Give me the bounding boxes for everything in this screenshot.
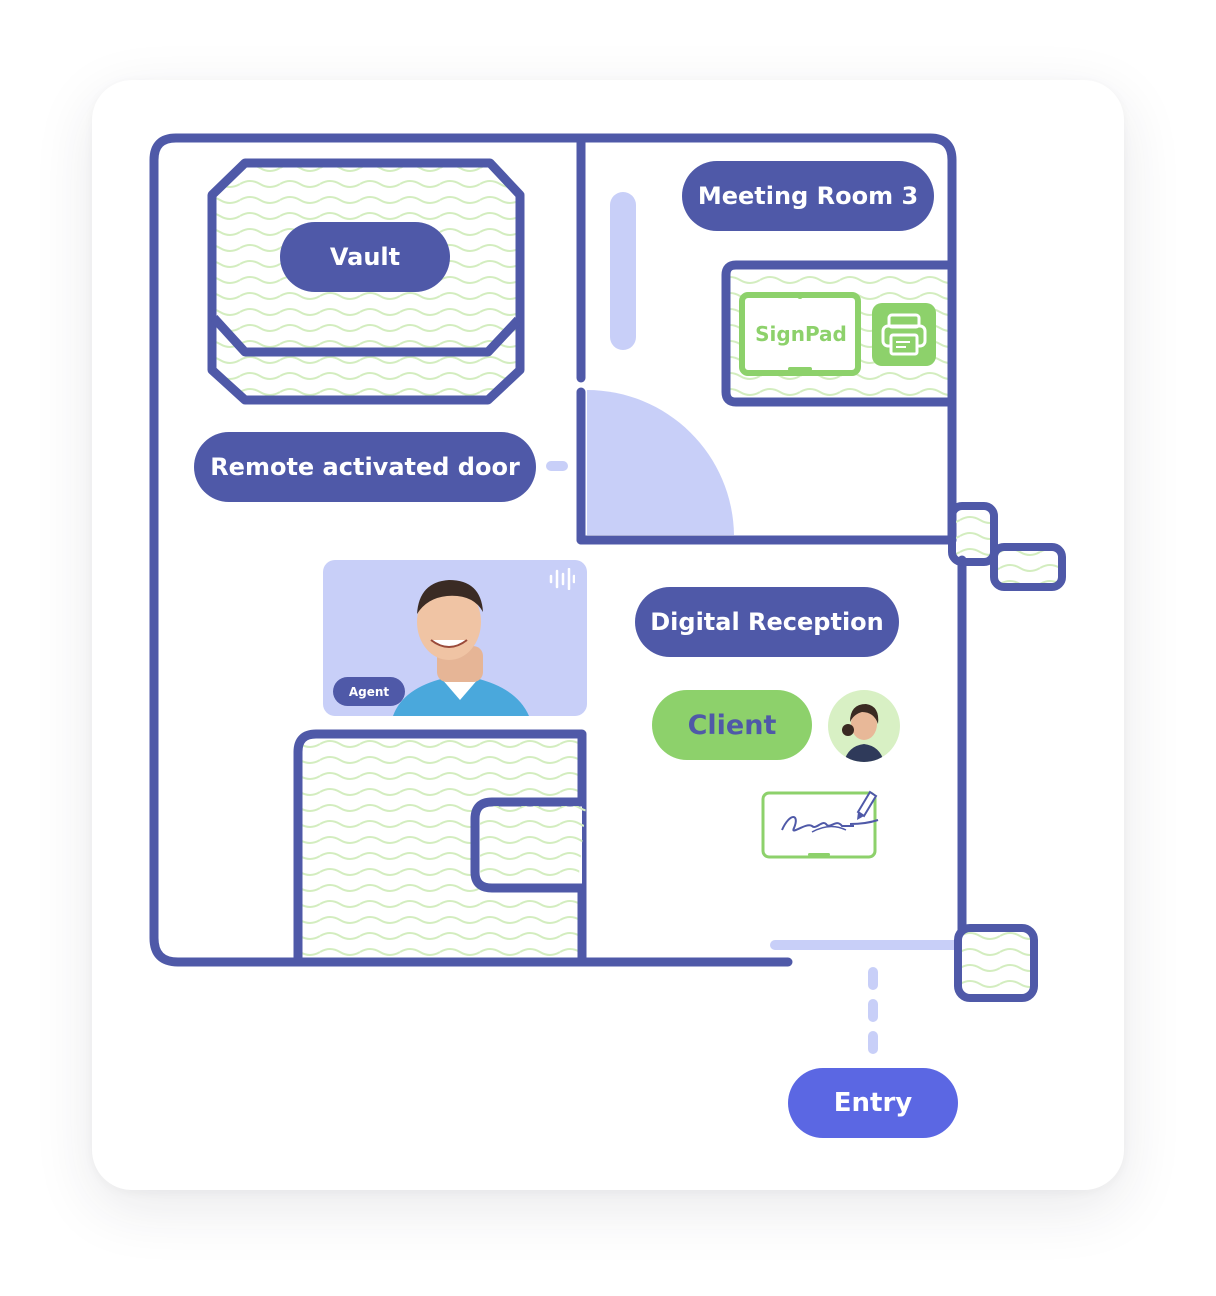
pen-icon xyxy=(849,790,879,825)
signature-icon xyxy=(761,791,877,859)
meeting-room-label: Meeting Room 3 xyxy=(682,161,934,231)
door-indicator xyxy=(546,461,568,471)
client-label: Client xyxy=(652,690,812,760)
window-bar xyxy=(610,192,636,350)
walls xyxy=(149,133,967,967)
entry-label[interactable]: Entry xyxy=(788,1068,958,1138)
printer-icon[interactable] xyxy=(872,303,936,366)
remote-door-label[interactable]: Remote activated door xyxy=(194,432,536,502)
entry-threshold xyxy=(770,940,960,950)
planter-lower xyxy=(954,924,1038,1002)
planter-upper xyxy=(948,502,1066,591)
agent-badge: Agent xyxy=(333,677,405,706)
client-avatar xyxy=(828,690,900,762)
digital-reception-label: Digital Reception xyxy=(635,587,899,657)
reception-counter xyxy=(293,729,587,967)
agent-video-tile: Agent xyxy=(323,560,587,716)
door-swing xyxy=(587,390,734,535)
audio-wave-icon xyxy=(549,568,575,590)
agent-avatar xyxy=(393,580,529,716)
signpad-label[interactable]: SignPad xyxy=(755,322,847,346)
tablet-icon xyxy=(739,292,861,376)
vault-label: Vault xyxy=(280,222,450,292)
